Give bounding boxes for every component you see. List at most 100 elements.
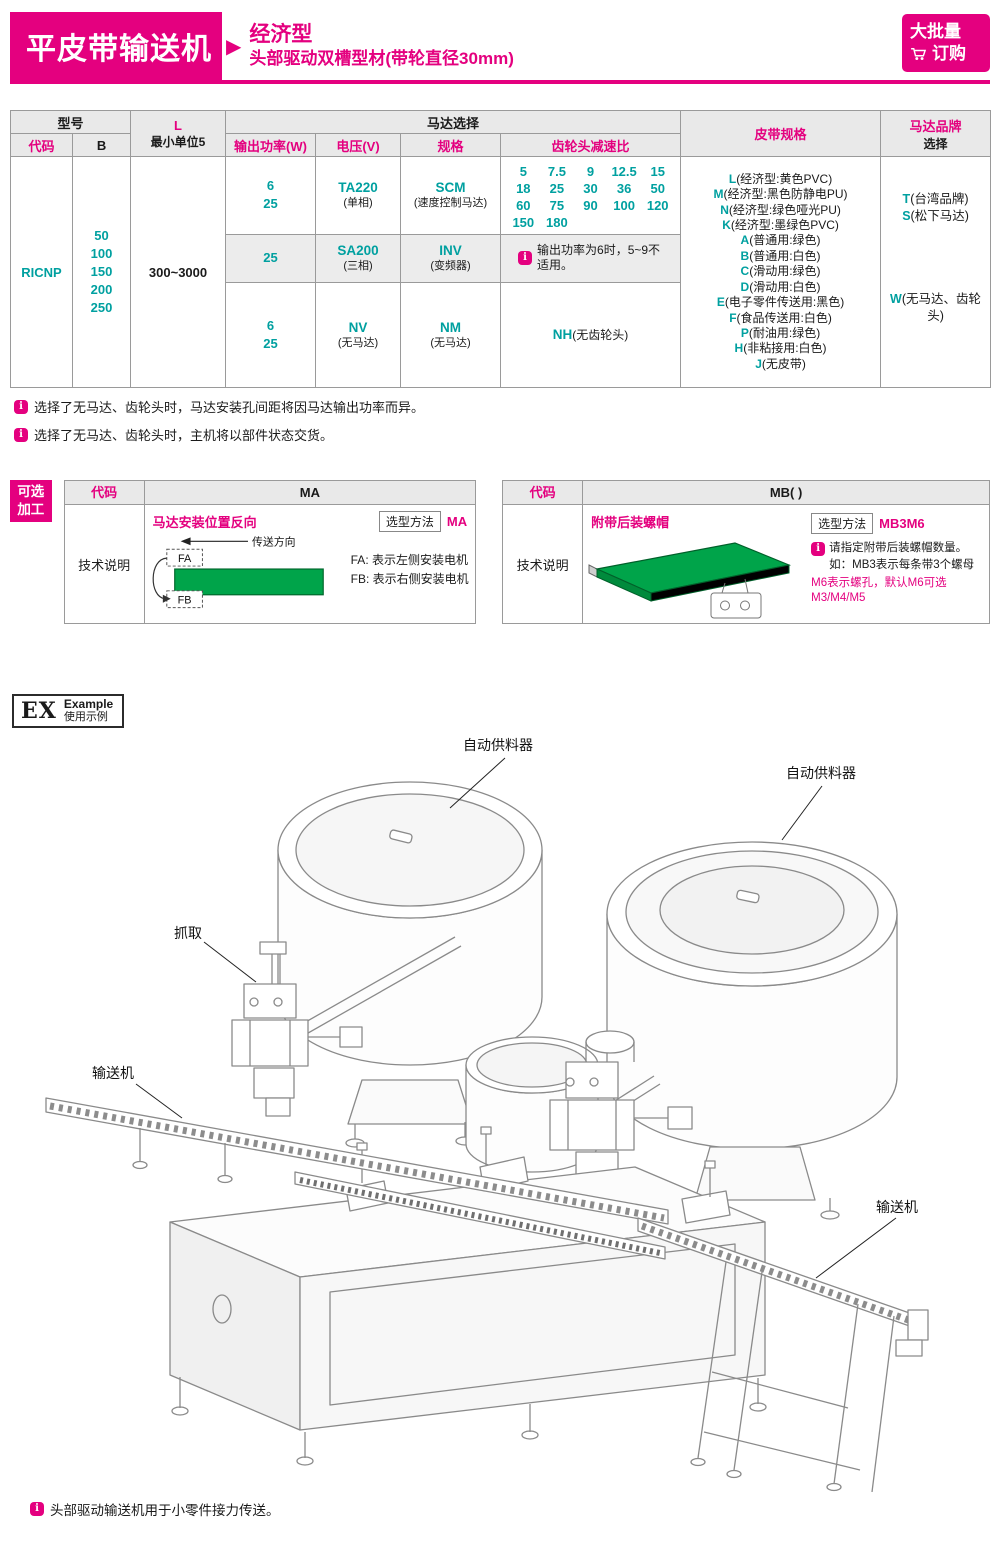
- col-header-brand-sub: 选择: [923, 136, 948, 151]
- option-ma-header: 代码 MA: [64, 481, 476, 505]
- gear-nh-cell: NH(无齿轮头): [500, 281, 682, 389]
- gear-ratio-value: 60: [516, 197, 531, 213]
- belt-desc: (经济型:黑色防静电PU): [723, 187, 848, 202]
- option-ma-content: 马达安装位置反向 选型方法 MA 传送方向 FA FB: [145, 505, 476, 623]
- bulk-order-line2: 订购: [932, 44, 966, 63]
- mb-title: 附带后装螺帽: [591, 515, 670, 530]
- gear-ratio-value: 18: [516, 180, 531, 196]
- belt-code: P: [740, 325, 749, 340]
- code-label: 代码: [65, 481, 145, 504]
- belt-desc: (普通用:绿色): [749, 233, 821, 248]
- product-title-block: 平皮带输送机: [10, 12, 222, 80]
- tech-desc-label: 技术说明: [65, 505, 145, 623]
- col-header-brand: 马达品牌 选择: [880, 110, 992, 157]
- belt-code: J: [755, 356, 762, 371]
- optional-badge-line1: 可选: [17, 484, 45, 499]
- belt-code: F: [729, 310, 737, 325]
- bowl-feeder-1: [277, 781, 543, 1148]
- gear-ratio-value: 5: [519, 163, 527, 179]
- belt-code: D: [740, 279, 750, 294]
- voltage-sub: (单相): [343, 197, 373, 210]
- col-header-motor: 马达选择: [225, 110, 682, 134]
- belt-desc: (滑动用:白色): [749, 279, 821, 294]
- belt-code: B: [740, 248, 750, 263]
- col-header-l: L 最小单位5: [130, 110, 227, 157]
- brand-desc: (松下马达): [910, 209, 969, 223]
- belt-code: L: [728, 171, 737, 186]
- brand-desc: (无马达、齿轮头): [901, 292, 982, 323]
- gear-ratio-value: 36: [616, 180, 632, 196]
- gear-ratio-value: 30: [583, 180, 598, 196]
- brand-code: S: [902, 209, 911, 223]
- option-mb-table: 代码 MB( ) 技术说明 附带后装螺帽: [502, 480, 990, 624]
- info-icon: i: [14, 399, 28, 414]
- optional-processing-section: 可选 加工 代码 MA 技术说明 马达安装位置反向 选型方法 MA: [10, 480, 990, 624]
- product-type: 经济型: [249, 23, 313, 46]
- gear-ratio-value: 50: [650, 180, 665, 196]
- belt-option: C(滑动用:绿色): [683, 264, 878, 279]
- fa-desc: FA: 表示左侧安装电机: [350, 553, 468, 567]
- belt-code: C: [740, 264, 750, 279]
- belt-desc: (电子零件传送用:黑色): [724, 295, 845, 310]
- spec-value: SCM: [435, 180, 466, 196]
- belt-option: M(经济型:黑色防静电PU): [683, 187, 878, 202]
- mb-method-box: 选型方法 MB3M6: [811, 513, 925, 534]
- gear-ratio-value: 15: [650, 163, 665, 179]
- b-values-cell: 50 100 150 200 250: [71, 156, 132, 388]
- spec-table: 型号 L 最小单位5 马达选择 皮带规格 马达品牌 选择 代码 B 输出功率(W…: [9, 110, 992, 389]
- brand-option: W(无马达、齿轮头): [883, 291, 988, 325]
- example-en-label: Example: [63, 697, 114, 711]
- transfer-rail: [294, 1171, 666, 1260]
- note-text: 选择了无马达、齿轮头时，马达安装孔间距将因马达输出功率而异。: [34, 400, 425, 415]
- col-header-voltage: 电压(V): [315, 133, 402, 157]
- conveyor-left: [45, 1097, 669, 1225]
- note-item: i 选择了无马达、齿轮头时，主机将以部件状态交货。: [14, 425, 1000, 444]
- voltage-sub: (无马达): [337, 336, 379, 349]
- gripper-station-center: [549, 1030, 693, 1185]
- voltage-value: TA220: [338, 180, 378, 196]
- ma-descriptions: FA: 表示左侧安装电机 FB: 表示右侧安装电机: [351, 551, 469, 589]
- gear-ratio-value: 150: [512, 214, 535, 230]
- bulk-order-line2-row: 订购: [910, 43, 982, 65]
- voltage-cell: SA200 (三相): [315, 233, 402, 283]
- optional-badge-line2: 加工: [17, 502, 45, 517]
- gear-ratio-value: 75: [549, 197, 565, 213]
- fb-desc: FB: 表示右侧安装电机: [350, 572, 469, 586]
- gear-ratio-value: 90: [583, 197, 598, 213]
- gear-note-text: 输出功率为6时，5~9不适用。: [537, 243, 661, 273]
- label-conveyor-right: 输送机: [876, 1199, 918, 1215]
- belt-code: A: [740, 233, 750, 248]
- spec-cell: SCM (速度控制马达): [400, 156, 502, 235]
- motor-brand-list: T(台湾品牌) S(松下马达) W(无马达、齿轮头): [883, 159, 988, 385]
- option-ma-body: 技术说明 马达安装位置反向 选型方法 MA 传送方向 FA: [65, 505, 476, 623]
- option-mb-body: 技术说明 附带后装螺帽 选型方法: [503, 505, 989, 623]
- gear-ratio-value: 7.5: [547, 163, 566, 179]
- belt-code: K: [722, 218, 731, 233]
- belt-desc: (非粘接用:白色): [743, 341, 827, 356]
- gear-ratio-value: 100: [613, 197, 635, 213]
- label-grab: 抓取: [174, 925, 202, 941]
- belt-desc: (无皮带): [761, 356, 806, 371]
- model-code-cell: RICNP: [10, 156, 73, 388]
- info-icon: i: [518, 251, 533, 266]
- belt-option: A(普通用:绿色): [683, 233, 878, 248]
- bowl-feeder-2: [606, 841, 898, 1224]
- belt-code: E: [716, 295, 725, 310]
- bulk-order-line1: 大批量: [910, 22, 961, 41]
- voltage-value: NV: [348, 319, 368, 335]
- example-note-text: 头部驱动输送机用于小零件接力传送。: [50, 1503, 280, 1518]
- col-header-spec: 规格: [400, 133, 502, 157]
- product-type-block: 经济型 头部驱动双槽型材(带轮直径30mm): [249, 12, 513, 80]
- belt-desc: (经济型:绿色哑光PU): [728, 202, 841, 217]
- bulk-order-badge[interactable]: 大批量 订购: [902, 14, 990, 72]
- belt-desc: (滑动用:绿色): [749, 264, 821, 279]
- belt-desc: (耐油用:绿色): [748, 325, 821, 340]
- gear-ratio-cell: 5 7.5 9 12.5 15 18 25 30 36 50 60 75 90 …: [500, 156, 682, 235]
- power-cell: 6 25: [225, 156, 317, 235]
- gear-nh-desc: (无齿轮头): [572, 327, 629, 342]
- belt-option: F(食品传送用:白色): [683, 311, 878, 326]
- spec-sub: (无马达): [430, 336, 471, 349]
- spec-value: INV: [439, 243, 462, 259]
- arrow-right-icon: ▶: [226, 35, 242, 58]
